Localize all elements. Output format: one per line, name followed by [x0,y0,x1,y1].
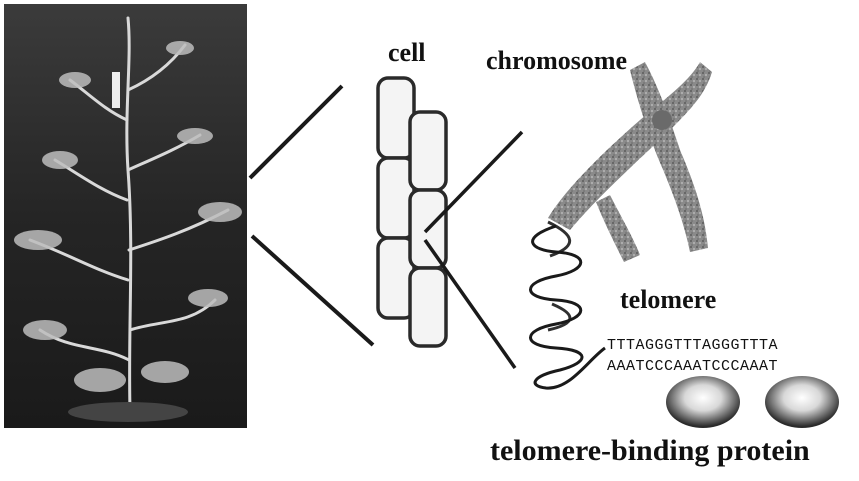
chromosome [548,62,712,262]
cell [410,268,446,346]
cell-stack [378,78,446,346]
plant-photo [4,4,247,428]
dna-bottom-strand: AAATCCCAAATCCCAAAT [607,358,778,375]
telomere-coil [531,222,606,388]
protein-blob [666,376,740,428]
telomere-binding-protein-label: telomere-binding protein [490,434,810,468]
cell-label: cell [388,38,426,68]
chromosome-label: chromosome [486,46,627,76]
telomere-label: telomere [620,285,716,315]
connector-plant-to-cell-bottom [252,236,373,345]
protein-blob [765,376,839,428]
cell [410,112,446,190]
dna-top-strand: TTTAGGGTTTAGGGTTTA [607,337,778,354]
connector-plant-to-cell-top [250,86,342,178]
